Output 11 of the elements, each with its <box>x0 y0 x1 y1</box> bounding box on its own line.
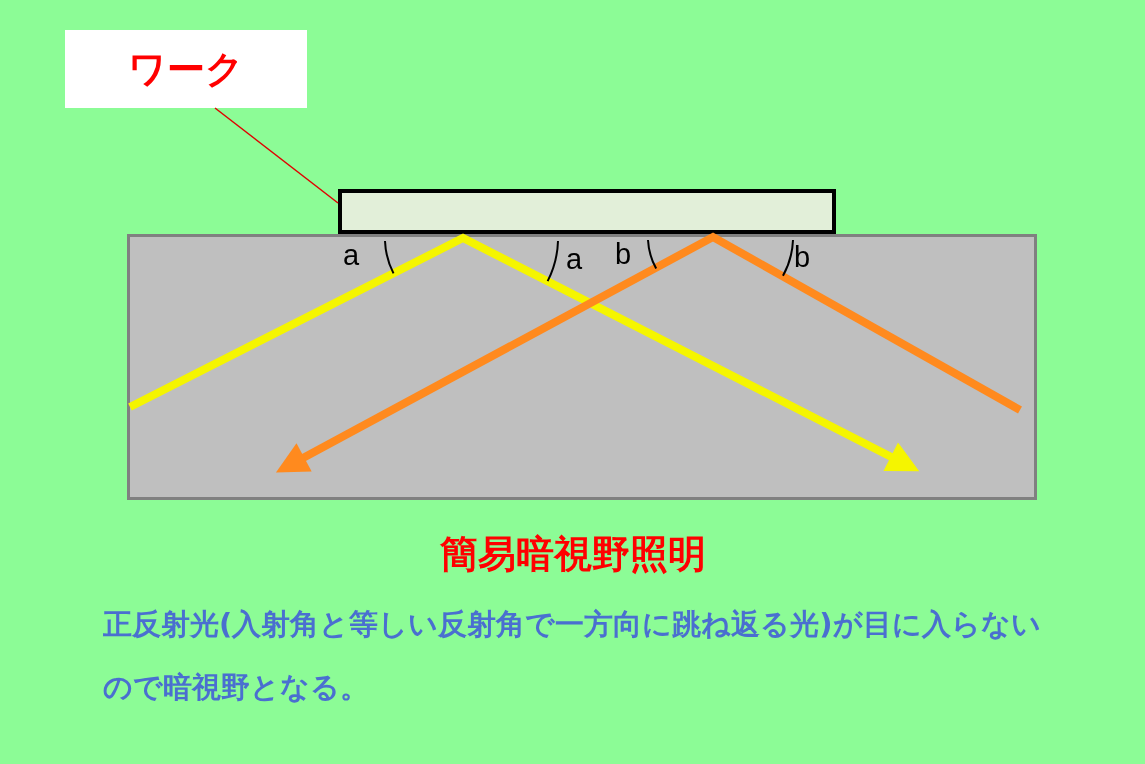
work-plate <box>338 189 836 234</box>
angle-label: b <box>615 240 632 269</box>
label-box <box>65 30 307 108</box>
stage-panel <box>127 234 1037 500</box>
diagram-title: 簡易暗視野照明 <box>438 532 707 578</box>
caption: 正反射光(入射角と等しい反射角で一方向に跳ね返る光)が目に入らないので暗視野となる。 <box>103 606 1042 706</box>
angle-label: a <box>566 245 583 274</box>
angle-label: a <box>343 241 360 270</box>
node-label: ワーク <box>128 45 244 93</box>
angle-label: b <box>794 243 811 272</box>
leader-line <box>214 107 339 204</box>
